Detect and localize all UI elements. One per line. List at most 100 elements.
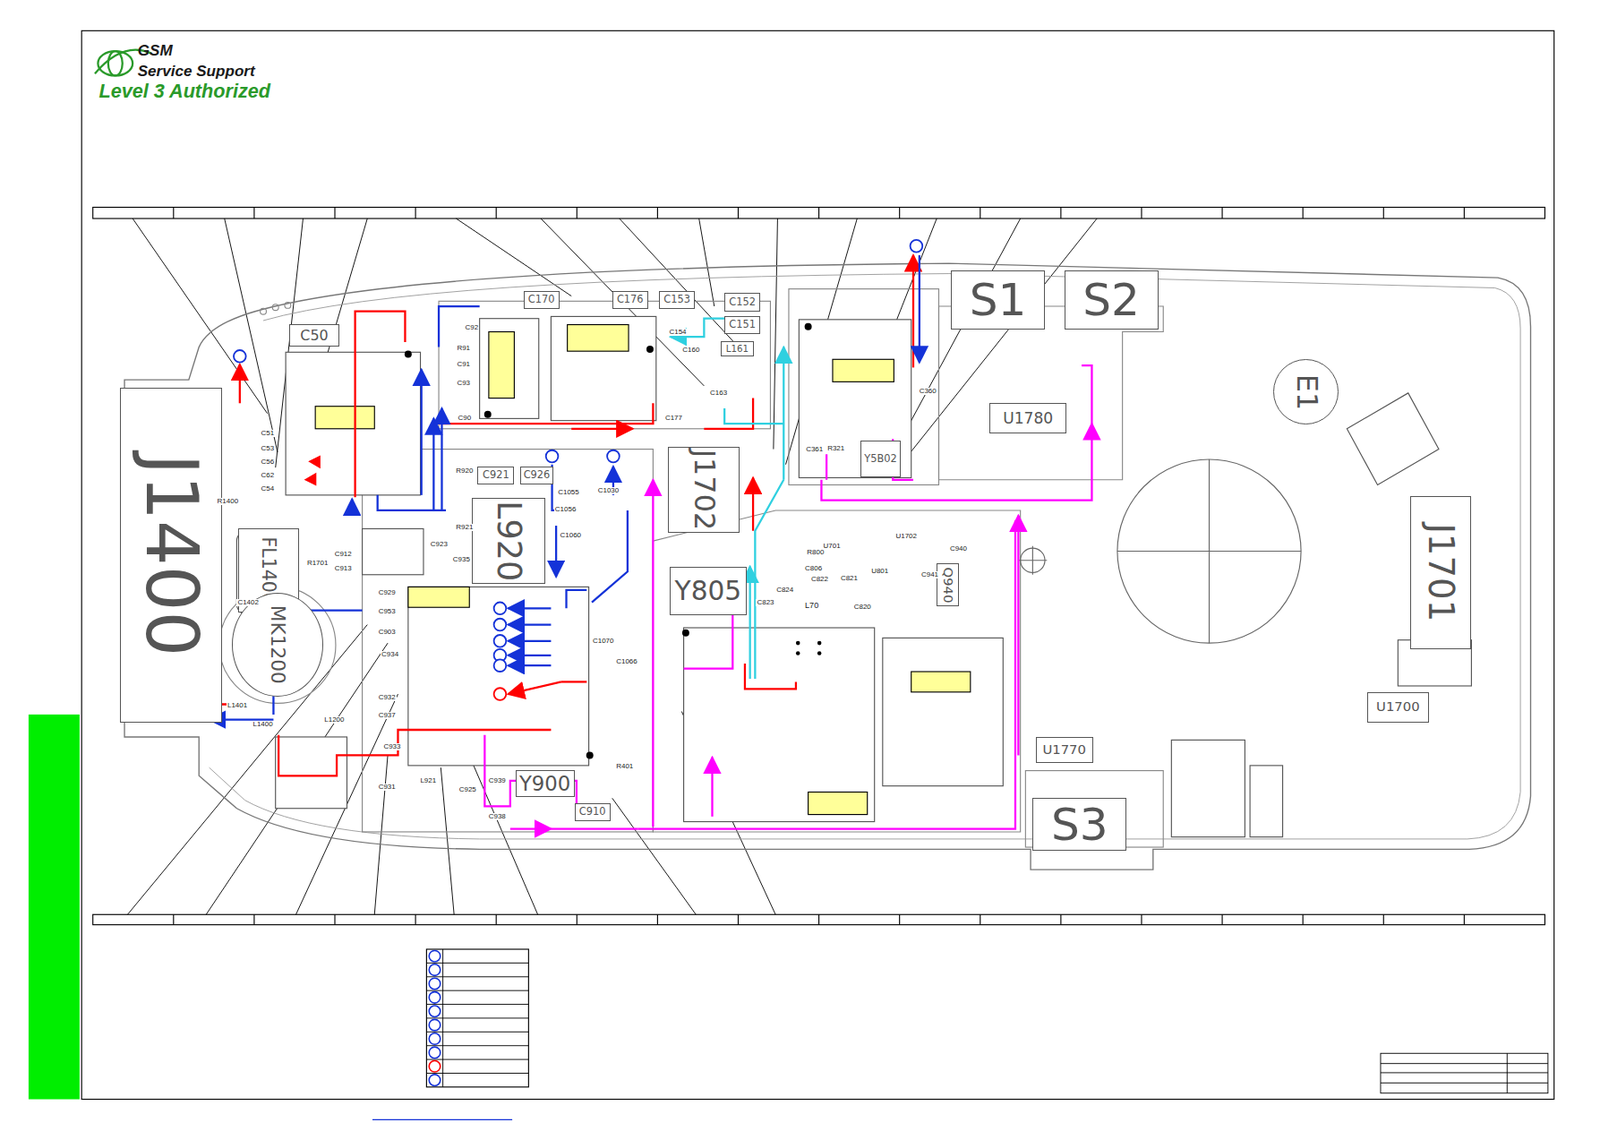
signal-trace [438,402,653,424]
bar-divider [737,206,739,219]
component-outline: U1780 [989,402,1066,434]
part-label: C56 [260,458,276,466]
part-name: S1 [969,277,1027,323]
pin1-dot [586,751,594,759]
mic-ring [219,586,336,703]
part-label: C933 [382,743,402,751]
part-label: C903 [377,628,397,636]
leader-line [224,218,278,453]
part-label: C934 [380,650,400,659]
signal-trace [508,654,552,657]
bar-divider [818,206,820,219]
part-label: C937 [377,711,397,719]
part-label: C154 [667,328,687,336]
link-underline [372,1119,513,1121]
test-point [910,239,924,253]
title-block [1380,1052,1549,1093]
signal-trace [508,607,552,609]
part-name: L161 [726,343,749,353]
logo-text: Level 3 Authorized [97,81,272,102]
part-label: C940 [949,545,968,553]
part-name: E1 [1291,373,1321,410]
coin-cell [1032,546,1034,575]
part-label: C1056 [554,505,577,514]
component-outline: L920 [471,497,546,584]
part-label: C932 [377,693,397,702]
bar-divider [657,914,659,925]
test-point [494,634,507,648]
yellow-marker [911,671,971,693]
signal-trace [821,423,1092,500]
part-label: C929 [377,589,397,597]
part-name: S3 [1051,802,1109,848]
coin-cell [1117,459,1301,643]
part-label: C163 [709,389,728,397]
leader-line [374,754,388,915]
ic-outlines [1171,739,1245,837]
bar-divider [979,914,981,925]
part-label: R321 [826,444,846,453]
bar-divider [576,914,578,925]
part-label: R1701 [306,559,329,567]
component-outline: Y5B02 [860,440,902,478]
logo-text: GSM [136,42,174,59]
signal-trace [637,520,1016,829]
bar-divider [737,914,739,925]
ic-outlines [236,316,1472,837]
signal-trace [552,464,577,511]
shield-outlines [362,289,1164,848]
part-label: C913 [333,564,353,573]
leader-line [699,218,715,307]
legend-circle [428,964,441,976]
component-outline: C910 [574,803,611,822]
ic-outlines [408,586,590,765]
bar-divider [415,914,417,925]
part-label: C90 [457,414,473,422]
component-outline: S1 [950,270,1045,330]
part-name: S2 [1082,277,1140,323]
signal-trace [420,369,423,496]
bar-divider [1060,206,1061,219]
yellow-marker [315,406,375,429]
shield-outlines [652,510,1020,832]
component-outline: C921 [477,466,514,486]
part-name: J1400 [136,453,208,658]
part-label: U801 [870,567,890,575]
red-marker [304,454,321,486]
red-marker [308,454,321,469]
yellow-marker [315,325,971,815]
signal-trace [438,306,480,348]
component-outline: S2 [1064,270,1159,330]
legend-circle [428,1033,441,1045]
part-label: R1400 [216,497,240,505]
signal-trace [1081,365,1092,424]
signal-trace [555,525,557,577]
bar-divider [172,914,174,925]
signal-trace [561,680,587,683]
leader-line [907,218,1097,455]
part-name: C926 [523,470,551,480]
table-rule [426,962,529,964]
page-frame [81,30,1555,1099]
part-label: L1400 [251,720,274,728]
part-label: U701 [822,542,842,550]
ic-outlines [882,637,1003,786]
part-label: C923 [429,540,449,548]
bar-divider [657,206,659,219]
signal-trace [782,347,785,480]
table-rule [426,1017,529,1019]
part-label: C177 [664,414,684,422]
bar-divider [333,914,335,925]
part-label: C953 [377,607,397,616]
part-label: L1401 [226,701,249,710]
part-name: C176 [616,294,644,305]
shield-outlines [938,306,1164,480]
part-label: C361 [804,445,824,454]
pcb-illustration [127,218,1097,915]
component-outline: C176 [612,290,649,310]
signal-trace [710,757,713,817]
signal-trace [508,681,562,694]
legend-circle [428,949,441,962]
part-name: C921 [482,470,510,480]
part-label: C820 [853,603,873,611]
